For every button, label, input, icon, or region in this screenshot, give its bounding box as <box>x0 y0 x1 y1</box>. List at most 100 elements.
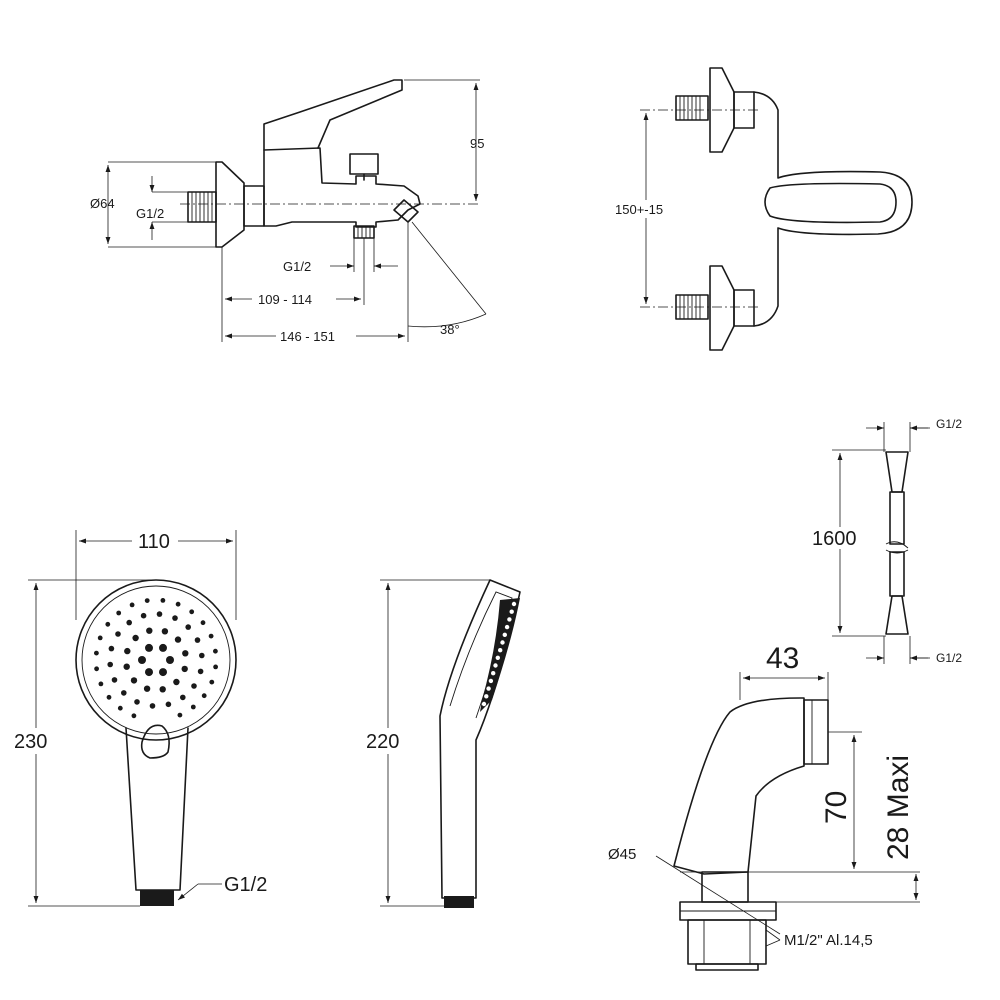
elbow-hex-nut <box>687 919 767 965</box>
outlet-thread-label: G1/2 <box>283 259 311 274</box>
spray-nozzle <box>134 699 140 705</box>
spray-nozzle <box>145 643 153 652</box>
spray-nozzle <box>189 609 195 615</box>
side-connector <box>444 896 474 908</box>
hose-connector <box>140 890 174 906</box>
spray-nozzle <box>213 664 219 670</box>
spray-nozzle <box>146 627 153 634</box>
spray-nozzle <box>166 656 174 664</box>
spray-nozzle <box>209 679 215 685</box>
side-nozzle <box>488 678 494 684</box>
spray-nozzle <box>126 619 132 626</box>
spray-nozzle <box>173 678 180 686</box>
selector-button <box>140 724 170 759</box>
side-nozzle <box>493 663 498 668</box>
spray-nozzle <box>130 677 138 684</box>
mixer-front-view: 150+-15 <box>612 67 913 351</box>
spray-nozzle <box>149 703 156 709</box>
spray-nozzle <box>94 666 99 672</box>
spray-nozzle <box>140 612 147 619</box>
spray-nozzle <box>138 656 146 664</box>
side-nozzle <box>481 701 487 707</box>
spray-nozzle <box>111 677 118 683</box>
elbow-max-label: 28 Maxi <box>882 755 915 860</box>
aerator <box>393 199 419 223</box>
mixer-side-view: Ø64 G1/2 95 G1/2 109 - 114 146 - 151 38 <box>90 79 487 345</box>
hose-length-label: 1600 <box>812 528 857 550</box>
lower-nut <box>733 289 755 327</box>
outlet-distance-label: 109 - 114 <box>258 292 312 307</box>
lower-escutcheon <box>709 265 735 351</box>
side-nozzle <box>495 655 500 660</box>
spray-nozzle <box>213 648 218 654</box>
elbow-stem <box>701 871 749 903</box>
spray-nozzle <box>175 601 181 607</box>
spray-nozzle <box>182 650 189 657</box>
side-nozzle <box>507 617 512 622</box>
side-nozzle <box>509 609 514 614</box>
side-nozzle <box>491 671 496 676</box>
escutcheon <box>215 161 245 248</box>
spray-nozzle <box>106 694 112 700</box>
spray-nozzle <box>115 631 121 637</box>
spray-nozzle <box>165 701 172 708</box>
spray-nozzle <box>121 690 127 696</box>
shower-handle <box>125 727 189 891</box>
centres-label: 150+-15 <box>615 202 663 217</box>
shower-hose: G1/2 1600 G1/2 <box>810 417 962 665</box>
spray-nozzle <box>108 645 115 652</box>
shower-height-label: 230 <box>14 731 47 753</box>
spray-nozzle <box>185 624 191 630</box>
side-nozzle <box>500 640 505 645</box>
mixer-body <box>263 147 421 228</box>
side-nozzle <box>504 624 510 630</box>
spray-nozzle <box>94 650 99 656</box>
height-label: 95 <box>470 136 484 151</box>
elbow-thread-label: M1/2" Al.14,5 <box>784 932 873 949</box>
spray-nozzle <box>123 663 130 670</box>
hand-shower-front: 110 230 G1/2 <box>14 530 267 907</box>
spray-nozzle <box>181 665 188 673</box>
spray-nozzle <box>105 621 111 627</box>
side-nozzle <box>498 648 503 653</box>
spray-nozzle <box>174 636 182 643</box>
spray-nozzles <box>94 598 219 719</box>
spray-nozzle <box>201 693 207 699</box>
diverter-knob <box>349 153 379 175</box>
side-nozzle <box>502 632 507 637</box>
side-height-label: 220 <box>366 731 399 753</box>
spray-nozzle <box>159 668 167 677</box>
hose-thread-bottom-label: G1/2 <box>936 651 962 665</box>
elbow-height-label: 70 <box>820 791 853 824</box>
body-nut <box>243 185 265 227</box>
side-nozzle <box>484 694 489 699</box>
spray-nozzle <box>200 620 206 626</box>
outlet-thread <box>353 225 375 239</box>
spray-nozzle <box>107 661 113 668</box>
spray-nozzle <box>159 686 166 693</box>
shower-side-outline <box>439 579 521 899</box>
shower-thread-label: G1/2 <box>224 874 267 896</box>
shower-width-label: 110 <box>138 531 170 553</box>
spray-nozzle <box>199 652 205 659</box>
spray-nozzle <box>177 712 183 718</box>
lever-handle <box>263 79 403 151</box>
spray-nozzle <box>194 637 201 643</box>
hand-shower-side: 220 <box>364 579 521 908</box>
spray-nozzle <box>161 628 169 635</box>
spray-nozzle <box>131 713 137 719</box>
spray-nozzle <box>180 694 186 701</box>
inlet-thread-label: G1/2 <box>136 206 164 221</box>
spray-nozzle <box>124 647 131 655</box>
spray-nozzle <box>172 615 178 621</box>
spray-head-outer <box>75 579 237 741</box>
spray-nozzle <box>145 668 153 677</box>
front-body <box>753 91 913 327</box>
elbow-dia-label: Ø45 <box>608 846 636 863</box>
lever-top <box>764 182 897 224</box>
spray-nozzle <box>208 633 214 639</box>
spout-angle-label: 38° <box>440 322 460 337</box>
side-nozzle <box>511 601 517 607</box>
spray-nozzle <box>129 602 135 608</box>
